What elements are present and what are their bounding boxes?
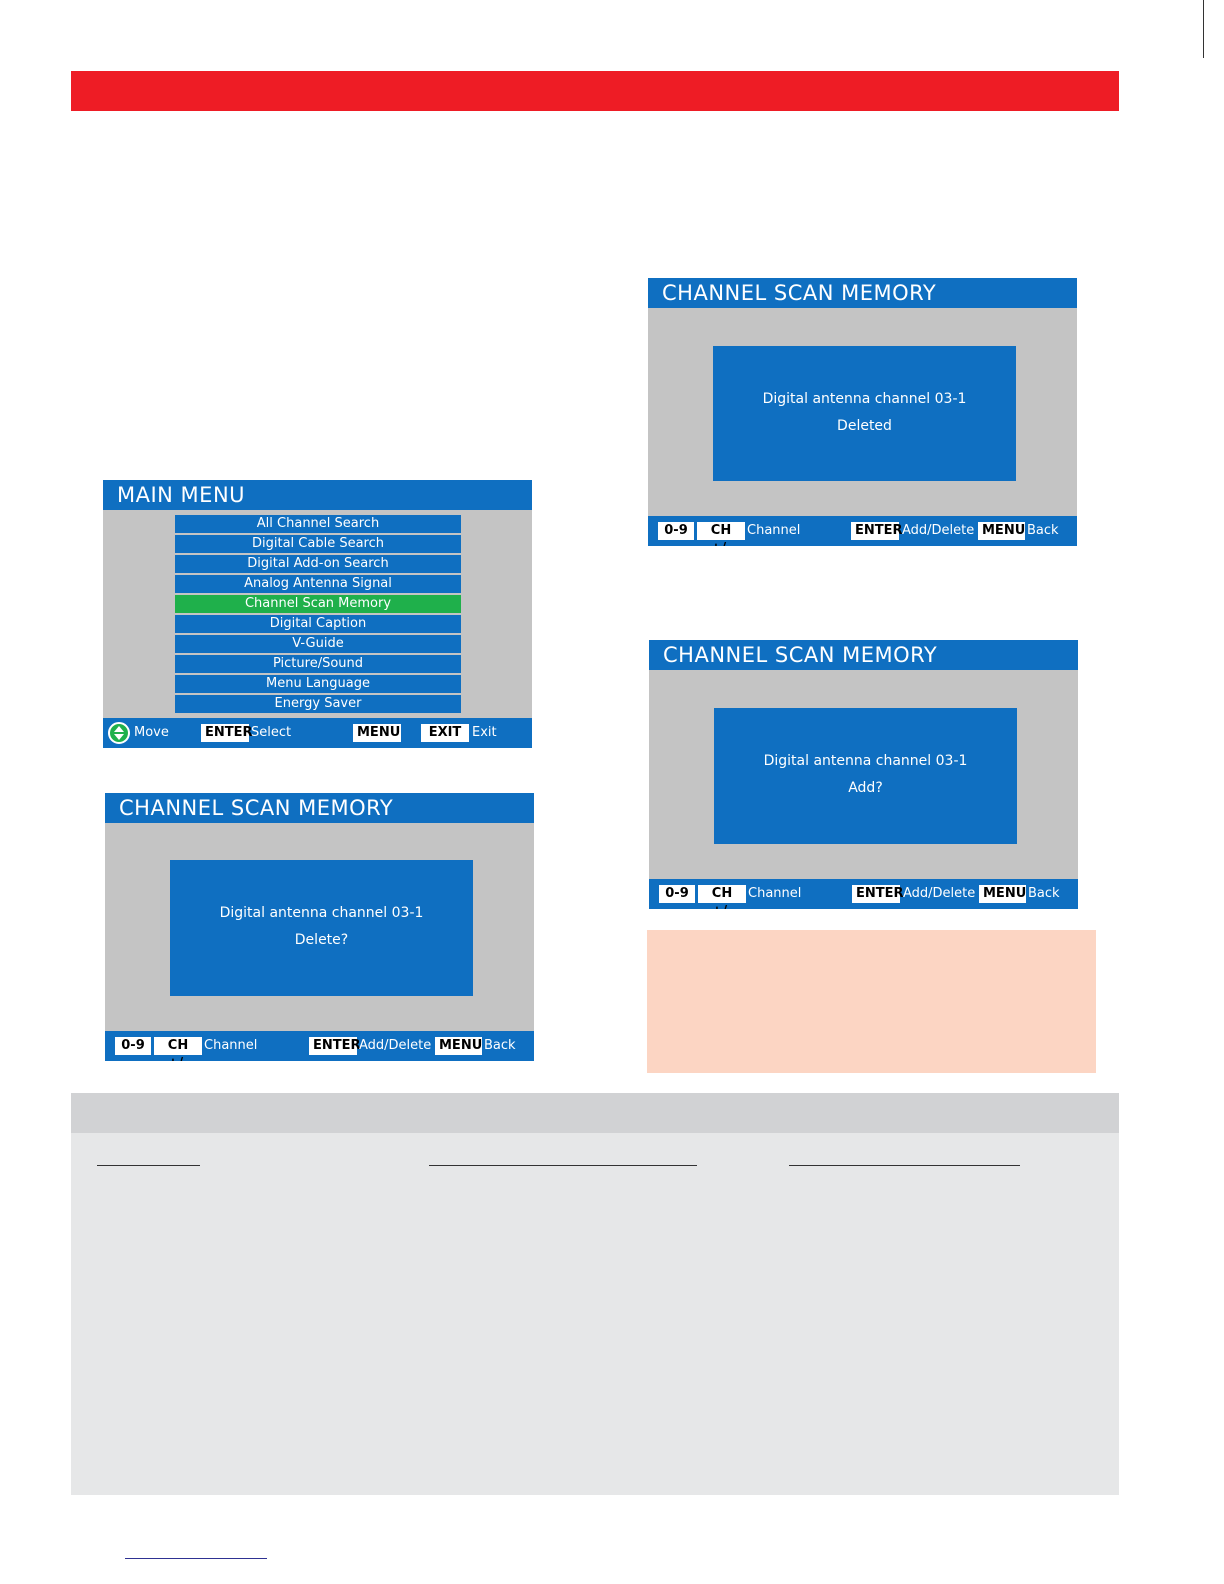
digits-key[interactable]: 0-9: [658, 522, 694, 540]
page-edge-line: [1203, 0, 1204, 58]
scan-memory-footer: 0-9 CH +/- Channel ENTER Add/Delete MENU…: [649, 879, 1078, 909]
channel-label: Channel: [204, 1038, 258, 1053]
digits-key[interactable]: 0-9: [115, 1037, 151, 1055]
menu-item-energy-saver[interactable]: Energy Saver: [175, 695, 461, 713]
exit-key[interactable]: EXIT: [421, 724, 469, 742]
ch-key[interactable]: CH +/-: [154, 1037, 202, 1061]
main-menu-screen: MAIN MENU All Channel Search Digital Cab…: [103, 480, 532, 748]
menu-item-digital-add-on-search[interactable]: Digital Add-on Search: [175, 555, 461, 573]
scan-memory-footer: 0-9 CH +/- Channel ENTER Add/Delete MENU…: [648, 516, 1077, 546]
enter-key[interactable]: ENTER: [309, 1037, 361, 1055]
scan-memory-footer: 0-9 CH +/- Channel ENTER Add/Delete MENU…: [105, 1031, 534, 1061]
deleted-dialog: Digital antenna channel 03-1 Deleted: [713, 346, 1016, 481]
enter-key[interactable]: ENTER: [852, 885, 904, 903]
menu-item-all-channel-search[interactable]: All Channel Search: [175, 515, 461, 533]
scan-memory-delete-screen: CHANNEL SCAN MEMORY Digital antenna chan…: [105, 793, 534, 1061]
ch-key[interactable]: CH +/-: [697, 522, 745, 546]
enter-key[interactable]: ENTER: [851, 522, 903, 540]
enter-key[interactable]: ENTER: [201, 724, 253, 742]
column-rule-2: [429, 1165, 697, 1166]
menu-key[interactable]: MENU: [979, 885, 1026, 903]
column-rule-1: [97, 1165, 200, 1166]
scan-memory-add-screen: CHANNEL SCAN MEMORY Digital antenna chan…: [649, 640, 1078, 909]
select-label: Select: [251, 725, 292, 740]
digits-key[interactable]: 0-9: [659, 885, 695, 903]
menu-item-channel-scan-memory[interactable]: Channel Scan Memory: [175, 595, 461, 613]
menu-item-digital-cable-search[interactable]: Digital Cable Search: [175, 535, 461, 553]
dialog-channel-text: Digital antenna channel 03-1: [219, 905, 424, 921]
back-label: Back: [484, 1038, 516, 1053]
dialog-status-text: Deleted: [837, 418, 892, 434]
column-rule-3: [789, 1165, 1020, 1166]
menu-item-v-guide[interactable]: V-Guide: [175, 635, 461, 653]
delete-dialog: Digital antenna channel 03-1 Delete?: [170, 860, 473, 996]
menu-key[interactable]: MENU: [978, 522, 1025, 540]
note-box: [647, 930, 1096, 1073]
channel-label: Channel: [748, 886, 802, 901]
section-header-bar: [71, 71, 1119, 111]
add-dialog: Digital antenna channel 03-1 Add?: [714, 708, 1017, 844]
scan-memory-title: CHANNEL SCAN MEMORY: [105, 793, 534, 823]
ch-key[interactable]: CH +/-: [698, 885, 746, 909]
dialog-prompt-text: Add?: [848, 780, 883, 796]
menu-item-digital-caption[interactable]: Digital Caption: [175, 615, 461, 633]
channel-label: Channel: [747, 523, 801, 538]
add-delete-label: Add/Delete: [902, 523, 975, 538]
footer-link-underline[interactable]: [125, 1558, 267, 1559]
move-label: Move: [134, 725, 169, 740]
exit-label: Exit: [472, 725, 497, 740]
menu-item-picture-sound[interactable]: Picture/Sound: [175, 655, 461, 673]
add-delete-label: Add/Delete: [359, 1038, 432, 1053]
move-arrows-icon: [108, 722, 130, 744]
menu-item-analog-antenna-signal[interactable]: Analog Antenna Signal: [175, 575, 461, 593]
menu-key[interactable]: MENU: [435, 1037, 482, 1055]
main-menu-title: MAIN MENU: [103, 480, 532, 510]
scan-memory-title: CHANNEL SCAN MEMORY: [649, 640, 1078, 670]
info-section-header: [71, 1093, 1119, 1133]
scan-memory-title: CHANNEL SCAN MEMORY: [648, 278, 1077, 308]
main-menu-footer: Move ENTER Select MENU EXIT Exit: [103, 718, 532, 748]
menu-item-menu-language[interactable]: Menu Language: [175, 675, 461, 693]
menu-key[interactable]: MENU: [353, 724, 401, 742]
info-section-body: [71, 1133, 1119, 1495]
dialog-prompt-text: Delete?: [294, 932, 349, 948]
scan-memory-deleted-screen: CHANNEL SCAN MEMORY Digital antenna chan…: [648, 278, 1077, 546]
back-label: Back: [1027, 523, 1059, 538]
add-delete-label: Add/Delete: [903, 886, 976, 901]
back-label: Back: [1028, 886, 1060, 901]
dialog-channel-text: Digital antenna channel 03-1: [763, 753, 968, 769]
dialog-channel-text: Digital antenna channel 03-1: [762, 391, 967, 407]
